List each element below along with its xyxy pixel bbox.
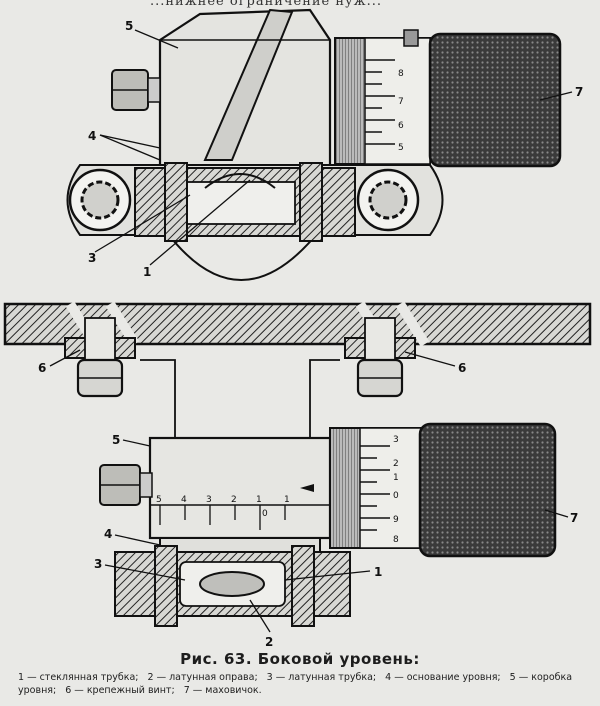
callout-5-side: 5	[112, 433, 120, 447]
hscale-1b: 1	[284, 495, 290, 505]
top-view: 5 4 3 1 7 8 7 6 5	[66, 8, 583, 281]
screw-right	[344, 317, 416, 398]
scale-top-8: 8	[398, 69, 404, 79]
scale-side-1: 1	[393, 473, 399, 483]
callout-4-top: 4	[88, 129, 96, 143]
figure-caption: Рис. 63. Боковой уровень: 1 — стеклянная…	[10, 650, 590, 704]
legend-item-4: 4 — основание уровня;	[385, 672, 501, 683]
side-view: 6 6 5 4 3 1 2 7 3 2 1 0 9 8 5 4 3 2 1 0 …	[3, 301, 592, 649]
callout-2-side: 2	[265, 635, 273, 649]
technical-drawing: 5 4 3 1 7 8 7 6 5	[3, 8, 592, 649]
hscale-0: 0	[262, 509, 268, 519]
callout-6-left: 6	[38, 361, 46, 375]
callout-7-top: 7	[575, 85, 583, 99]
hscale-4: 4	[181, 495, 187, 505]
legend-item-3: 3 — латунная трубка;	[266, 672, 377, 683]
callout-3-top: 3	[88, 251, 96, 265]
scale-top-7: 7	[398, 97, 404, 107]
screw-left	[64, 317, 136, 398]
legend-item-7: 7 — маховичок.	[183, 685, 262, 696]
scale-side-2: 2	[393, 459, 399, 469]
legend-item-2: 2 — латунная оправа;	[147, 672, 258, 683]
callout-4-side: 4	[104, 527, 112, 541]
callout-5-top: 5	[125, 19, 133, 33]
top-text: ...нижнее ограничение нуж...	[150, 0, 383, 9]
hscale-1: 1	[256, 495, 262, 505]
callout-1-top: 1	[143, 265, 151, 279]
hscale-3: 3	[206, 495, 212, 505]
handwheel-top	[428, 32, 562, 168]
scale-side-9: 9	[393, 515, 399, 525]
scale-top-6: 6	[398, 121, 404, 131]
scale-top-5: 5	[398, 143, 404, 153]
hscale-5: 5	[156, 495, 162, 505]
callout-3-side: 3	[94, 557, 102, 571]
glass-vial	[199, 571, 265, 597]
scale-side-8: 8	[393, 535, 399, 545]
caption-title: Рис. 63. Боковой уровень:	[180, 650, 420, 668]
scale-side-0: 0	[393, 491, 399, 501]
handwheel-side	[418, 422, 557, 558]
legend-item-5: 5 — коробка уровня;	[18, 672, 573, 696]
scale-side-3: 3	[393, 435, 399, 445]
caption-legend: 1 — стеклянная трубка; 2 — латунная опра…	[10, 671, 590, 697]
callout-6-right: 6	[458, 361, 466, 375]
hscale-2: 2	[231, 495, 237, 505]
callout-7-side: 7	[570, 511, 578, 525]
legend-item-6: 6 — крепежный винт;	[65, 685, 175, 696]
callout-1-side: 1	[374, 565, 382, 579]
arc-guard	[164, 229, 321, 281]
legend-item-1: 1 — стеклянная трубка;	[18, 672, 139, 683]
bracket-arm	[203, 8, 294, 161]
